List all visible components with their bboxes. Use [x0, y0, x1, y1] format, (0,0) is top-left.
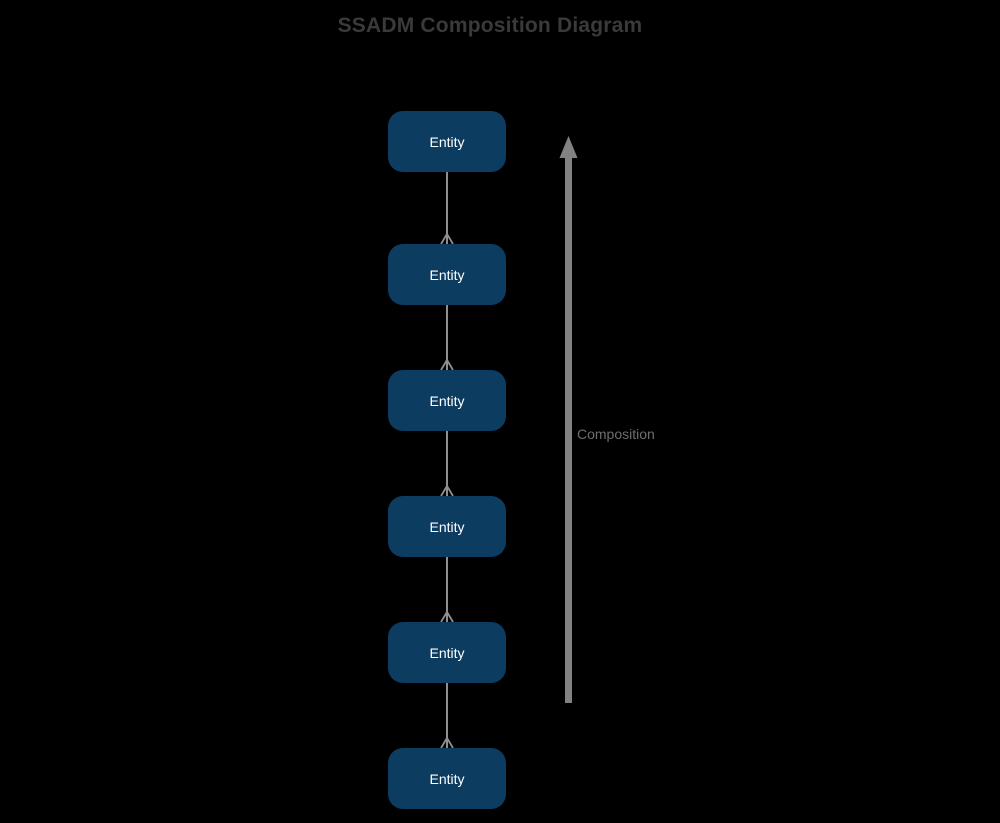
composition-arrow — [559, 136, 578, 703]
entity-node: Entity — [388, 748, 506, 809]
entity-label: Entity — [429, 133, 465, 150]
crowfoot-marker — [440, 359, 454, 371]
crowfoot-marker — [440, 737, 454, 749]
crowfoot-marker — [440, 485, 454, 497]
connector — [440, 305, 454, 371]
connector — [440, 683, 454, 749]
entity-node: Entity — [388, 244, 506, 305]
connector — [440, 172, 454, 245]
entity-label: Entity — [429, 266, 465, 283]
entity-label: Entity — [429, 392, 465, 409]
entity-node: Entity — [388, 622, 506, 683]
composition-arrow-head — [559, 136, 578, 158]
connector — [440, 557, 454, 623]
entity-label: Entity — [429, 518, 465, 535]
entity-node: Entity — [388, 111, 506, 172]
crowfoot-marker — [440, 611, 454, 623]
entity-label: Entity — [429, 644, 465, 661]
connector — [440, 431, 454, 497]
crowfoot-marker — [440, 233, 454, 245]
entity-node: Entity — [388, 370, 506, 431]
diagram-title: SSADM Composition Diagram — [337, 14, 643, 37]
composition-label: Composition — [577, 426, 655, 442]
composition-arrow-shaft — [565, 155, 572, 703]
entity-label: Entity — [429, 770, 465, 787]
entity-node: Entity — [388, 496, 506, 557]
